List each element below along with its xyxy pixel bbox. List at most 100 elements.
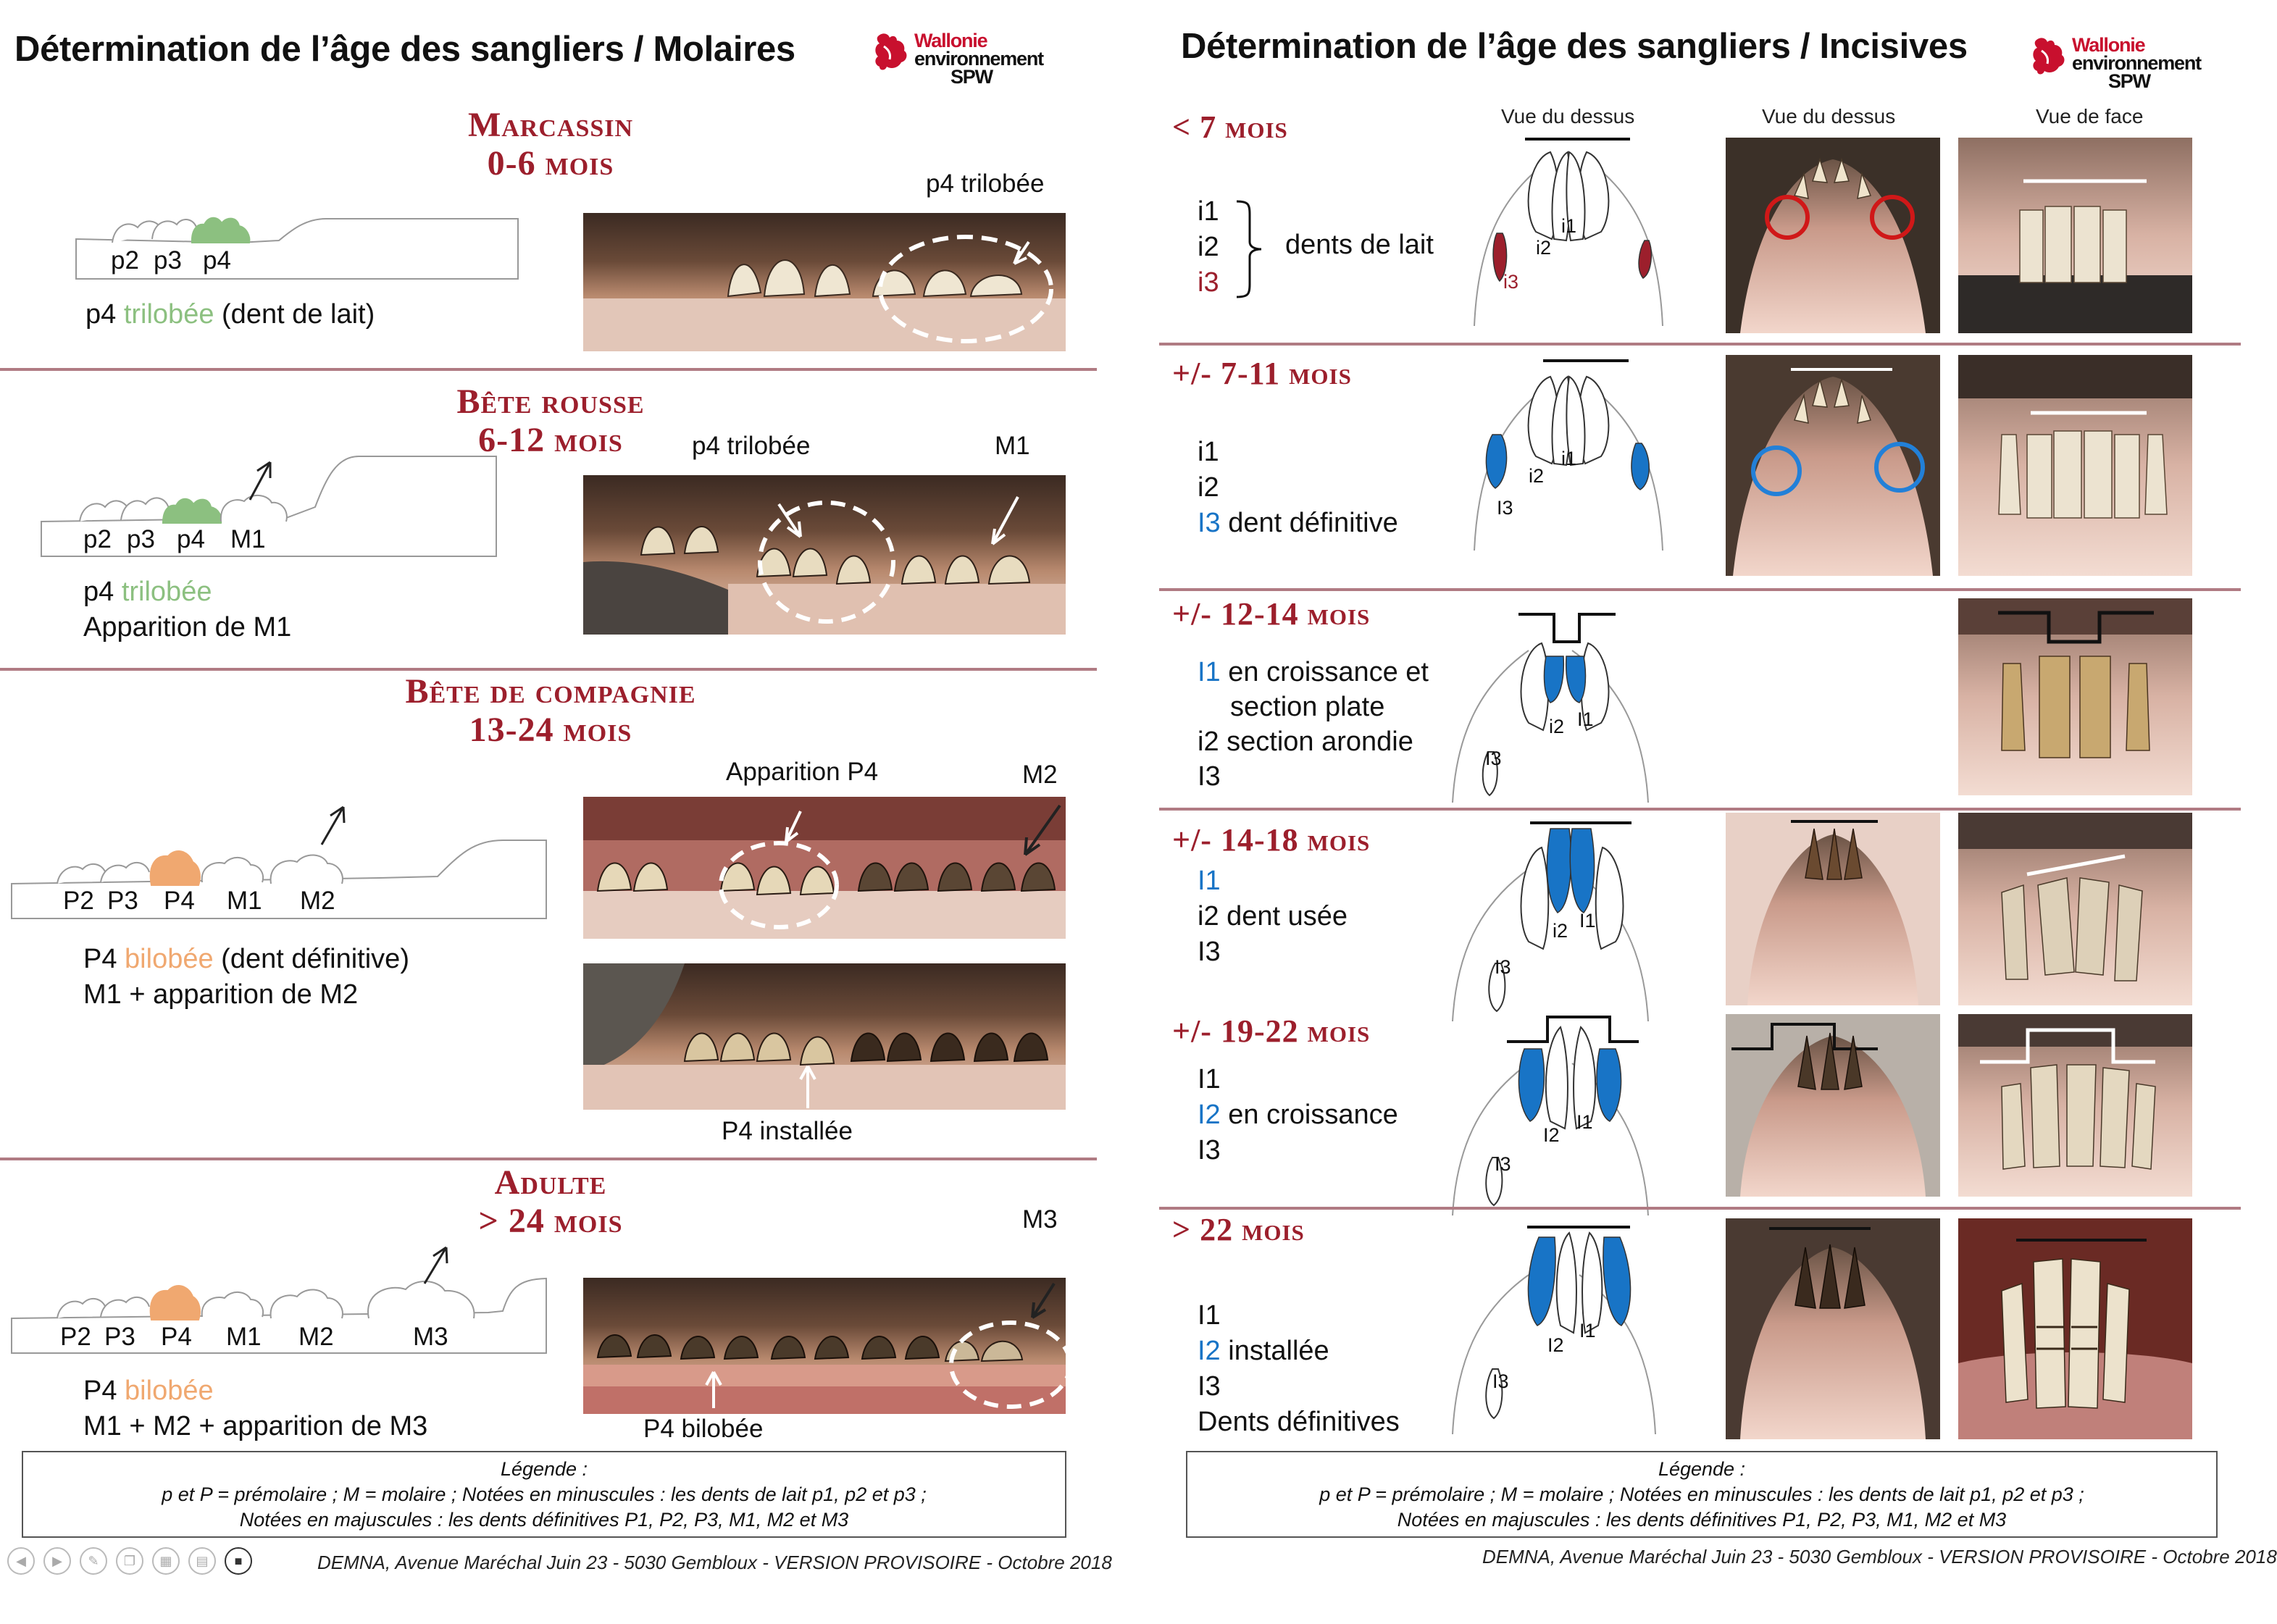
brace-label-dents-de-lait: dents de lait bbox=[1285, 230, 1434, 260]
diagram-label-i1: i1 bbox=[1561, 448, 1577, 469]
section-heading-bete-rousse: Bête rousse 6-12 mois bbox=[456, 382, 645, 459]
molar-diagram-adulte bbox=[11, 1246, 547, 1354]
incisor-lines-12-14: I1 en croissance et section plate i2 sec… bbox=[1198, 657, 1429, 792]
diagram-label-p2: p2 bbox=[111, 246, 139, 275]
incisor-photo-top-19-22 bbox=[1726, 1014, 1940, 1197]
incisor-diagram-7-11 bbox=[1474, 359, 1663, 551]
photo-annotation-m3: M3 bbox=[1022, 1205, 1058, 1234]
column-header-vue-dessus-dessin: Vue du dessus bbox=[1501, 105, 1635, 127]
diagram-label-M1: M1 bbox=[226, 1323, 262, 1351]
photo-annotation-p4-bilobee: P4 bilobée bbox=[643, 1415, 764, 1443]
diagram-label-i1: i1 bbox=[1561, 215, 1577, 237]
right-footer: DEMNA, Avenue Maréchal Juin 23 - 5030 Ge… bbox=[1482, 1546, 2277, 1568]
incisor-diagram-19-22 bbox=[1452, 1016, 1649, 1216]
logo-text: Wallonie environnement SPW bbox=[914, 30, 1044, 88]
prev-icon[interactable]: ◀ bbox=[7, 1547, 35, 1575]
section-separator bbox=[0, 1158, 1097, 1160]
incisor-diagram-14-18 bbox=[1452, 821, 1649, 1022]
diagram-label-I3: I3 bbox=[1495, 956, 1511, 978]
diagram-label-p3: p3 bbox=[154, 246, 182, 275]
rooster-icon bbox=[875, 33, 907, 70]
viewer-toolbar: ◀ ▶ ✎ ❐ ▦ ▤ ■ bbox=[7, 1547, 252, 1575]
section-desc-marcassin: p4 trilobée (dent de lait) bbox=[85, 299, 375, 330]
diagram-label-I2: I2 bbox=[1543, 1124, 1560, 1146]
diagram-label-P2: P2 bbox=[63, 887, 94, 915]
pen-icon[interactable]: ✎ bbox=[80, 1547, 107, 1575]
rooster-icon bbox=[2033, 38, 2065, 75]
right-page-title: Détermination de l’âge des sangliers / I… bbox=[1181, 27, 1968, 66]
photo-annotation-p4-installee: P4 installée bbox=[722, 1117, 853, 1145]
section-desc-bete-de-compagnie: P4 bilobée (dent définitive) M1 + appari… bbox=[83, 944, 409, 1010]
photo-annotation-p4-trilobee: p4 trilobée bbox=[692, 432, 811, 460]
molar-diagram-marcassin bbox=[75, 217, 519, 280]
incisor-photo-face-12-14 bbox=[1958, 598, 2192, 795]
incisor-photo-top-gt22 bbox=[1726, 1218, 1940, 1439]
diagram-label-I1: I1 bbox=[1579, 1320, 1596, 1342]
camera-icon[interactable]: ■ bbox=[225, 1547, 252, 1575]
incisor-photo-face-19-22 bbox=[1958, 1014, 2192, 1197]
incisor-heading-14-18: +/- 14-18 mois bbox=[1172, 822, 1371, 858]
left-footer: DEMNA, Avenue Maréchal Juin 23 - 5030 Ge… bbox=[317, 1552, 1112, 1573]
section-separator bbox=[1159, 588, 2241, 591]
diagram-label-I2: I2 bbox=[1547, 1334, 1564, 1356]
section-desc-bete-rousse: p4 trilobée Apparition de M1 bbox=[83, 577, 292, 643]
column-header-vue-dessus-photo: Vue du dessus bbox=[1762, 105, 1896, 127]
diagram-label-p3: p3 bbox=[127, 525, 155, 553]
diagram-label-i2: i2 bbox=[1549, 716, 1565, 737]
section-separator bbox=[0, 368, 1097, 371]
brace-icon bbox=[1236, 200, 1262, 298]
diagram-label-I1: I1 bbox=[1579, 910, 1596, 932]
incisor-diagram-gt22 bbox=[1452, 1226, 1656, 1435]
copy-icon[interactable]: ❐ bbox=[116, 1547, 143, 1575]
diagram-label-M2: M2 bbox=[300, 887, 335, 915]
diagram-label-p4: p4 bbox=[203, 246, 231, 275]
incisor-heading-lt7: < 7 mois bbox=[1172, 109, 1288, 145]
section-heading-marcassin: Marcassin 0-6 mois bbox=[467, 106, 634, 183]
jaw-photo-marcassin bbox=[583, 213, 1066, 351]
left-page-title: Détermination de l’âge des sangliers / M… bbox=[14, 30, 795, 69]
diagram-label-P2: P2 bbox=[60, 1323, 91, 1351]
legend-box: Légende : p et P = prémolaire ; M = mola… bbox=[1186, 1451, 2218, 1538]
incisor-photo-face-lt7 bbox=[1958, 138, 2192, 333]
next-icon[interactable]: ▶ bbox=[43, 1547, 71, 1575]
jaw-photo-bete-rousse bbox=[583, 475, 1066, 635]
jaw-photo-bete-de-compagnie-2 bbox=[583, 963, 1066, 1110]
molar-diagram-bete-rousse bbox=[41, 456, 497, 557]
photo-annotation-m1: M1 bbox=[995, 432, 1030, 460]
diagram-label-i2: i2 bbox=[1553, 920, 1568, 942]
incisor-diagram-12-14 bbox=[1452, 613, 1649, 803]
incisor-photo-top-7-11 bbox=[1726, 355, 1940, 576]
diagram-label-I1: I1 bbox=[1576, 1111, 1593, 1133]
diagram-label-P3: P3 bbox=[104, 1323, 135, 1351]
pages-icon[interactable]: ▤ bbox=[188, 1547, 216, 1575]
incisor-photo-face-gt22 bbox=[1958, 1218, 2192, 1439]
diagram-label-i3: i3 bbox=[1503, 271, 1519, 293]
diagram-label-I1: I1 bbox=[1577, 708, 1594, 730]
incisor-lines-7-11: i1 i2 I3 dent définitive bbox=[1198, 437, 1398, 538]
incisor-lines-19-22: I1 I2 en croissance I3 bbox=[1198, 1064, 1398, 1165]
incisor-photo-top-14-18 bbox=[1726, 813, 1940, 1005]
section-heading-adulte: Adulte > 24 mois bbox=[478, 1163, 623, 1240]
diagram-label-P4: P4 bbox=[161, 1323, 192, 1351]
incisor-photo-face-14-18 bbox=[1958, 813, 2192, 1005]
left-logo: Wallonie environnement SPW bbox=[872, 30, 1044, 88]
diagram-label-p4: p4 bbox=[177, 525, 205, 553]
photo-annotation-m2: M2 bbox=[1022, 761, 1058, 789]
diagram-label-I3: I3 bbox=[1495, 1153, 1511, 1175]
jaw-photo-adulte bbox=[583, 1278, 1072, 1414]
diagram-label-M3: M3 bbox=[413, 1323, 448, 1351]
legend-box: Légende : p et P = prémolaire ; M = mola… bbox=[22, 1451, 1066, 1538]
diagram-label-M1: M1 bbox=[227, 887, 262, 915]
grid-icon[interactable]: ▦ bbox=[152, 1547, 180, 1575]
diagram-label-P4: P4 bbox=[164, 887, 195, 915]
column-header-vue-face: Vue de face bbox=[2036, 105, 2144, 127]
photo-annotation-p4-trilobee: p4 trilobée bbox=[926, 169, 1045, 198]
right-logo: Wallonie environnement SPW bbox=[2030, 34, 2202, 92]
diagram-label-p2: p2 bbox=[83, 525, 112, 553]
diagram-label-P3: P3 bbox=[107, 887, 138, 915]
section-desc-adulte: P4 bilobée M1 + M2 + apparition de M3 bbox=[83, 1376, 428, 1442]
logo-text: Wallonie environnement SPW bbox=[2072, 34, 2202, 92]
incisor-lines-lt7: i1 i2 i3 bbox=[1198, 196, 1219, 298]
diagram-label-M2: M2 bbox=[298, 1323, 334, 1351]
section-heading-bete-de-compagnie: Bête de compagnie 13-24 mois bbox=[405, 672, 696, 749]
